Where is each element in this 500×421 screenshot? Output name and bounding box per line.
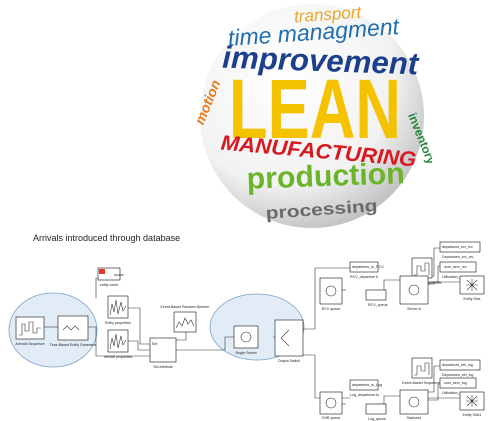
simulink-model-diagram: Arrivals Sequence Time-Based Entity Gene…: [8, 241, 485, 421]
lean-word-cloud-sphere: transport time managment improvement mot…: [196, 3, 432, 228]
vehicle-properties-block[interactable]: Vehicle properties: [104, 329, 133, 359]
sphere-shape: [200, 4, 424, 228]
utilization-rcv-label: Utilization_rcv: [442, 275, 465, 279]
departures-srv-rcv-out-label: Departures_srv_rcv: [442, 255, 474, 259]
rcv-queue-label: RCV_queue: [368, 303, 388, 307]
num-serv-rcv-block[interactable]: num_serv_rcv Utilization_rcv: [439, 261, 477, 279]
rcv-server-label: RCV queue: [322, 307, 341, 311]
sequence2-label: Event-Based Sequence2: [402, 381, 442, 385]
scope-block[interactable]: scope entity count: [97, 267, 124, 287]
entity-sink2-block[interactable]: Entity Sink1: [459, 391, 485, 417]
rcv-server-block[interactable]: RCV queue: [319, 277, 343, 311]
entity-properties-block[interactable]: Entity properties: [105, 295, 131, 325]
departures-srv-rcv-label: departures_srv_rcv: [442, 245, 473, 249]
arrivals-sequence-label: Arrivals Sequence: [15, 342, 44, 346]
utilization-log-label: Utilization_log: [442, 391, 464, 395]
server-b-block[interactable]: Stations1: [399, 389, 429, 420]
entity-count-label: entity count: [100, 283, 118, 287]
entity-sink2-label: Entity Sink1: [463, 413, 482, 417]
event-random-number-block[interactable]: Event-Based Random Number: [161, 305, 211, 333]
departures-srv-rcv-block[interactable]: departures_srv_rcv Departures_srv_rcv: [439, 241, 481, 259]
diagram-caption: Arrivals introduced through database: [33, 233, 181, 243]
log-queue-block[interactable]: Log_queue: [365, 403, 387, 421]
arrival-highlight: [8, 292, 98, 368]
entity-sink-label: Entity Sink: [464, 297, 481, 301]
set-attribute-label: Set Attribute: [153, 365, 173, 369]
set-attribute-block[interactable]: Ent Set Attribute: [149, 337, 177, 369]
rcv-departures-block[interactable]: departures_to_RCV RCV_departure 6: [349, 261, 384, 279]
word-improvement: improvement: [222, 40, 421, 82]
log-queue-label: Log_queue: [368, 417, 386, 421]
vehicle-properties-label: Vehicle properties: [104, 355, 133, 359]
log-departures-block[interactable]: departures_to_Log Log_departures to: [349, 379, 382, 397]
entity-properties-label: Entity properties: [105, 321, 131, 325]
event-random-number-label: Event-Based Random Number: [161, 305, 211, 309]
single-server-label: Single Server: [235, 351, 257, 355]
departures-sth-log-label: departures_sth_log: [442, 363, 473, 367]
num-serv-log-label: num_serv_log: [444, 381, 467, 385]
single-server-block[interactable]: Single Server: [233, 325, 259, 355]
departures-sth-log-block[interactable]: departures_sth_log Departures_sth_log: [439, 359, 481, 377]
entity-sink-block[interactable]: Entity Sink: [459, 275, 485, 301]
server-a-label: Server A: [407, 307, 421, 311]
word-lean: LEAN: [229, 62, 401, 156]
set-attribute-port-label: Ent: [152, 342, 157, 346]
num-serv-rcv-label: num_serv_rcv: [444, 265, 467, 269]
log-server-block[interactable]: CNR queue: [319, 391, 343, 420]
entity-generator-block[interactable]: Time-Based Entity Generator: [50, 315, 97, 347]
rcv-out-label: RCV_departure 6: [350, 275, 378, 279]
server-b-label: Stations1: [407, 416, 422, 420]
word-transport: transport: [293, 3, 363, 27]
log-out-label: Log_departures to: [350, 393, 379, 397]
departures-sth-log-out-label: Departures_sth_log: [442, 373, 473, 377]
sequence2-block[interactable]: Event-Based Sequence2: [402, 357, 442, 385]
arrivals-sequence-block[interactable]: Arrivals Sequence: [15, 316, 45, 346]
output-switch-label: Output Switch: [278, 359, 300, 363]
server-a-block[interactable]: Server A: [399, 275, 429, 311]
word-production: production: [246, 157, 405, 195]
log-server-label: CNR queue: [322, 416, 341, 420]
log-departures-label: departures_to_Log: [352, 383, 382, 387]
rcv-queue-block[interactable]: RCV_queue: [365, 289, 388, 307]
scope-label: scope: [114, 273, 124, 277]
output-switch-block[interactable]: Output Switch: [274, 319, 304, 363]
entity-generator-label: Time-Based Entity Generator: [50, 343, 97, 347]
num-serv-log-block[interactable]: num_serv_log Utilization_log: [439, 377, 477, 395]
rcv-departures-label: departures_to_RCV: [352, 265, 384, 269]
